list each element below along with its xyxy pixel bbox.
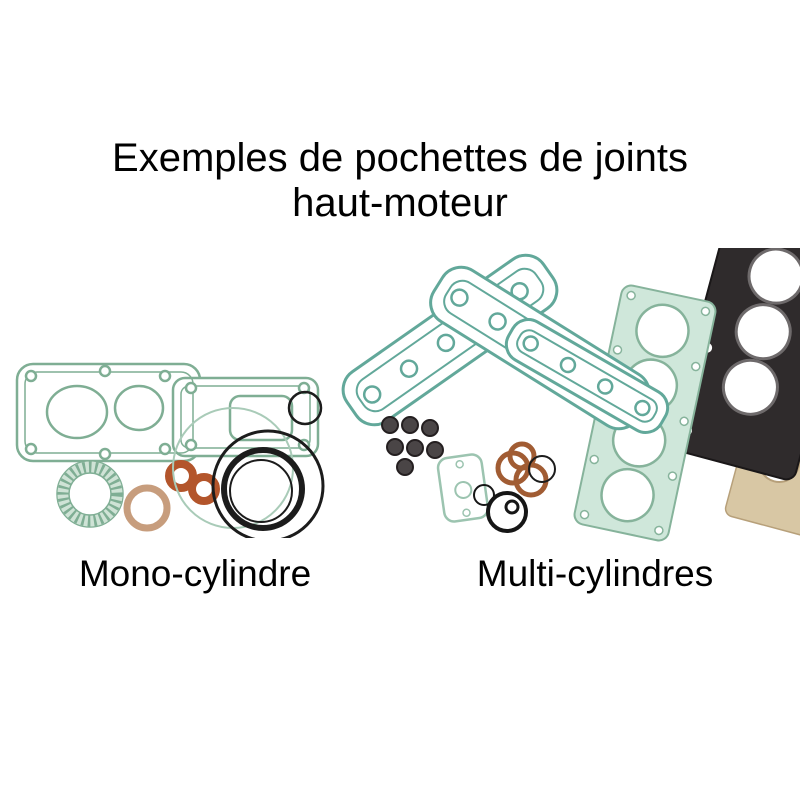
thin-black-ring-graphic	[528, 455, 556, 483]
caption-multi-cylindres: Multi-cylindres	[476, 553, 714, 594]
head-gasket-graphic	[15, 362, 320, 463]
multi-cylinder-gaskets-image	[341, 248, 800, 542]
caption-mono-cylindre: Mono-cylindre	[78, 553, 312, 594]
valve-cover-gasket-3-graphic	[504, 318, 670, 434]
small-green-gasket-graphic	[436, 453, 490, 523]
exhaust-gasket-ring-graphic	[56, 460, 124, 528]
tan-washer-graphic	[123, 484, 171, 532]
valve-stem-seals-graphic	[381, 416, 444, 476]
mono-cylinder-figure	[5, 356, 340, 538]
mono-cylinder-gaskets-image	[15, 362, 325, 538]
page-title-line2: haut-moteur	[292, 180, 508, 225]
page-title: Exemples de pochettes de joints haut-mot…	[0, 136, 800, 226]
copper-rings-graphic	[495, 441, 549, 498]
multi-cylinder-figure	[335, 248, 800, 548]
copper-washers-graphic	[165, 460, 220, 505]
tiny-black-ring-graphic	[473, 484, 495, 506]
black-oring-graphic	[486, 491, 528, 533]
black-seal-rings-graphic	[211, 429, 325, 538]
page-title-line1: Exemples de pochettes de joints	[112, 136, 688, 180]
small-oring-graphic	[287, 390, 323, 426]
